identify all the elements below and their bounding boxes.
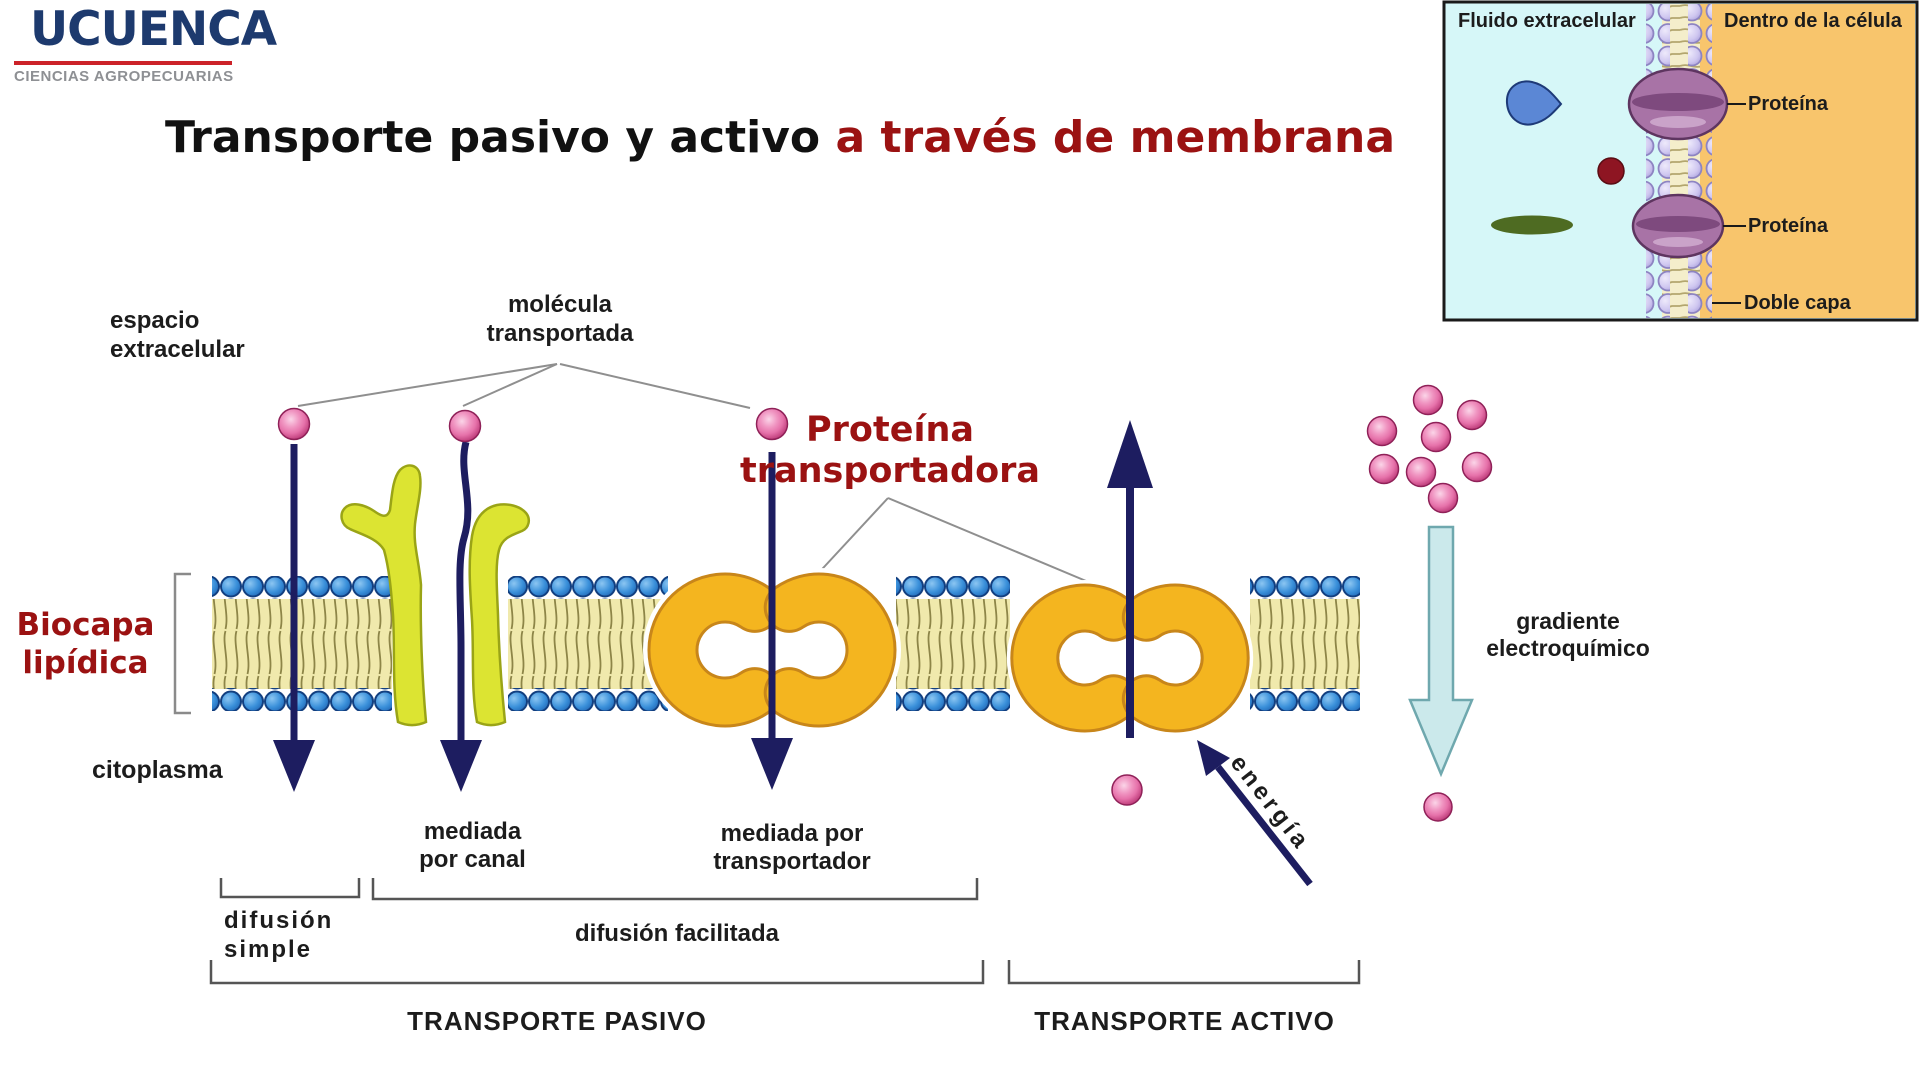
cytoplasm-label: citoplasma (92, 756, 223, 784)
title-red-part: a través de membrana (835, 112, 1396, 163)
channel-protein-right (468, 503, 531, 727)
inset-protein-top-label: Proteína (1748, 93, 1829, 115)
simple-diffusion-arrow (273, 444, 315, 792)
channel-mediated-label: mediada por canal (419, 818, 526, 873)
lipid-bilayer-membrane (212, 576, 1360, 711)
carrier-mediated-label: mediada por transportador (713, 820, 871, 875)
extracellular-space-label: espacio extracelular (110, 307, 245, 363)
molecule-pointer-lines (297, 363, 751, 409)
molecule-cluster (1366, 384, 1493, 514)
inset-bilayer-label: Doble capa (1744, 292, 1851, 314)
university-logo: UCUENCA (30, 2, 277, 57)
membrane-section-4 (1250, 576, 1360, 711)
simple-diffusion-bracket (219, 878, 361, 899)
inset-blue-molecule (1505, 80, 1563, 126)
channel-diffusion-arrow (440, 441, 482, 792)
inset-protein-top (1627, 67, 1729, 141)
active-transport-protein (1006, 580, 1254, 736)
membrane-section-3 (896, 576, 1010, 711)
inset-green-molecule (1491, 215, 1573, 235)
molecule-low-concentration (1423, 792, 1453, 822)
transported-molecules (277, 384, 1493, 822)
carrier-protein (643, 568, 901, 732)
transported-molecule-label: molécula transportada (486, 291, 634, 347)
inset-red-molecule (1597, 157, 1625, 185)
inset-extracellular-label: Fluido extracelular (1458, 10, 1636, 32)
logo-red-bar (14, 61, 232, 65)
page-title: Transporte pasivo y activo a través de m… (160, 112, 1400, 163)
inset-intracellular-label: Dentro de la célula (1724, 10, 1902, 32)
inset-membrane-panel (1442, 0, 1919, 322)
logo-subtitle: CIENCIAS AGROPECUARIAS (14, 68, 234, 85)
active-transport-label: TRANSPORTE ACTIVO (1034, 1006, 1335, 1036)
molecule-3 (755, 407, 789, 441)
energy-arrow (1197, 740, 1313, 887)
molecule-2 (448, 409, 482, 443)
carrier-diffusion-arrow (751, 452, 793, 790)
membrane-section-2 (508, 576, 668, 711)
bilayer-bracket (173, 572, 191, 715)
lipid-bilayer-label: Biocapa lipídica (16, 607, 155, 681)
inset-bead-column-right (1688, 4, 1712, 318)
facilitated-diffusion-bracket (371, 878, 979, 901)
transporter-pointer-lines (811, 497, 1099, 587)
membrane-section-1 (212, 576, 392, 711)
channel-protein-left (340, 464, 428, 727)
electrochemical-gradient-label: gradiente electroquímico (1486, 608, 1650, 661)
passive-transport-label: TRANSPORTE PASIVO (407, 1006, 707, 1036)
passive-transport-bracket (209, 960, 985, 985)
transport-arrows (273, 420, 1313, 887)
inset-intracellular-background (1700, 4, 1915, 318)
molecule-below-pump (1111, 774, 1143, 806)
inset-protein-bottom-label: Proteína (1748, 215, 1829, 237)
title-black-part: Transporte pasivo y activo (164, 112, 821, 163)
simple-diffusion-label: difusión simple (224, 907, 334, 963)
active-transport-up-arrow (1107, 420, 1153, 738)
facilitated-diffusion-label: difusión facilitada (574, 920, 780, 947)
molecule-1 (277, 407, 311, 441)
transporter-protein-label: Proteína transportadora (739, 410, 1041, 491)
active-transport-bracket (1007, 960, 1361, 985)
gradient-arrow (1408, 525, 1474, 778)
inset-bead-column-left (1646, 4, 1670, 318)
inset-protein-bottom (1631, 193, 1725, 259)
